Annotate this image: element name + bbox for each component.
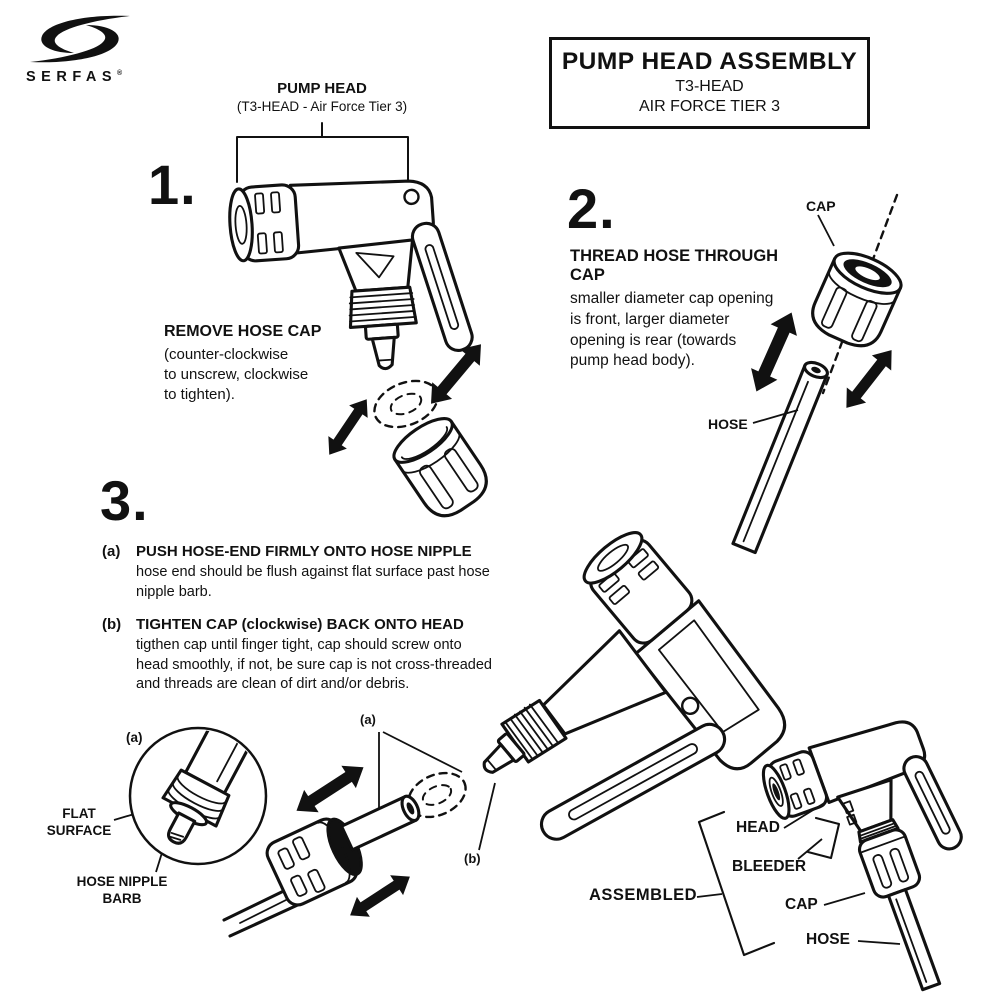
hose-nipple-barb-label: HOSE NIPPLE BARB [76, 874, 168, 906]
step3a-instruction: (a) PUSH HOSE-END FIRMLY ONTO HOSE NIPPL… [102, 543, 522, 602]
step1-part-label: PUMP HEAD (T3-HEAD - Air Force Tier 3) [222, 80, 422, 114]
step1-bracket [236, 122, 409, 201]
step2-heading: THREAD HOSE THROUGH CAP [570, 247, 779, 284]
step3a-heading: PUSH HOSE-END FIRMLY ONTO HOSE NIPPLE [136, 543, 472, 560]
head-leader-line [783, 801, 827, 829]
diagram-b-marker: (b) [464, 851, 481, 866]
step2-number: 2. [567, 177, 616, 240]
brand-wordmark: SERFAS® [26, 69, 123, 85]
bleeder-label: BLEEDER [732, 858, 807, 875]
title-line3: AIR FORCE TIER 3 [638, 98, 781, 115]
detail-a-marker: (a) [126, 730, 143, 745]
step1-number: 1. [148, 153, 197, 216]
hose-leader-line [857, 940, 901, 945]
step3b-instruction: (b) TIGHTEN CAP (clockwise) BACK ONTO HE… [102, 616, 522, 695]
cap-step2-illustration [811, 251, 903, 348]
hose-label-step2: HOSE [708, 416, 748, 432]
cap-label-step2: CAP [806, 198, 836, 214]
cap-step2-leader-line [817, 214, 835, 247]
pump-head-sublabel: (T3-HEAD - Air Force Tier 3) [236, 99, 408, 114]
lever-handle-large [539, 722, 727, 841]
pump-head-step1-illustration [228, 179, 474, 371]
pump-head-label: PUMP HEAD [277, 80, 367, 97]
hose-end-sleeve-illustration [339, 794, 421, 852]
step3b-heading: TIGHTEN CAP (clockwise) BACK ONTO HEAD [136, 616, 464, 633]
flat-surface-label: FLAT SURFACE [46, 806, 112, 838]
hose-cap-step1-illustration [392, 417, 488, 518]
step3-number: 3. [100, 469, 149, 532]
cap-leader-line [823, 892, 866, 906]
head-label: HEAD [736, 819, 780, 836]
title-line1: PUMP HEAD ASSEMBLY [561, 48, 858, 75]
step1-instruction: REMOVE HOSE CAP (counter-clockwise to un… [164, 323, 344, 405]
step1-body: (counter-clockwise to unscrew, clockwise… [164, 346, 309, 404]
assembled-pump-head-illustration [761, 720, 963, 992]
bleeder-leader-line [797, 838, 823, 860]
lever-handle [410, 221, 474, 352]
arrow-step2-right [836, 342, 902, 416]
step3b-marker: (b) [102, 616, 122, 633]
hose-step2-illustration [731, 360, 829, 555]
title-line2: T3-HEAD [675, 78, 744, 95]
assembled-bracket [697, 810, 776, 957]
cap-label-assembled: CAP [785, 896, 818, 913]
pump-head-step3-illustration [482, 531, 787, 841]
arrow-step3-upper [289, 756, 371, 822]
hose-step2-leader-line [752, 409, 799, 424]
step3a-body: hose end should be flush against flat su… [136, 564, 490, 600]
assembled-label: ASSEMBLED [589, 886, 698, 904]
step2-instruction: THREAD HOSE THROUGH CAP smaller diameter… [570, 247, 800, 372]
diagram-a-marker: (a) [360, 712, 376, 727]
step1-heading: REMOVE HOSE CAP [164, 323, 322, 340]
step3-rotation-symbol-inner [421, 784, 453, 806]
step3b-body: tigthen cap until finger tight, cap shou… [136, 637, 492, 693]
assembled-leader-line [696, 893, 723, 898]
brand-logo: SERFAS® [26, 12, 134, 85]
hose-label-assembled: HOSE [806, 931, 850, 948]
step2-body: smaller diameter cap opening is front, l… [570, 290, 774, 370]
assembled-lever-handle [902, 755, 963, 851]
registered-mark: ® [117, 70, 123, 78]
title-box: PUMP HEAD ASSEMBLY T3-HEAD AIR FORCE TIE… [549, 37, 870, 129]
serfas-swoosh-icon [30, 15, 130, 63]
step3a-marker: (a) [102, 543, 121, 560]
step3-marker-leader-lines [378, 731, 496, 851]
bleeder-span-bracket [806, 816, 841, 860]
